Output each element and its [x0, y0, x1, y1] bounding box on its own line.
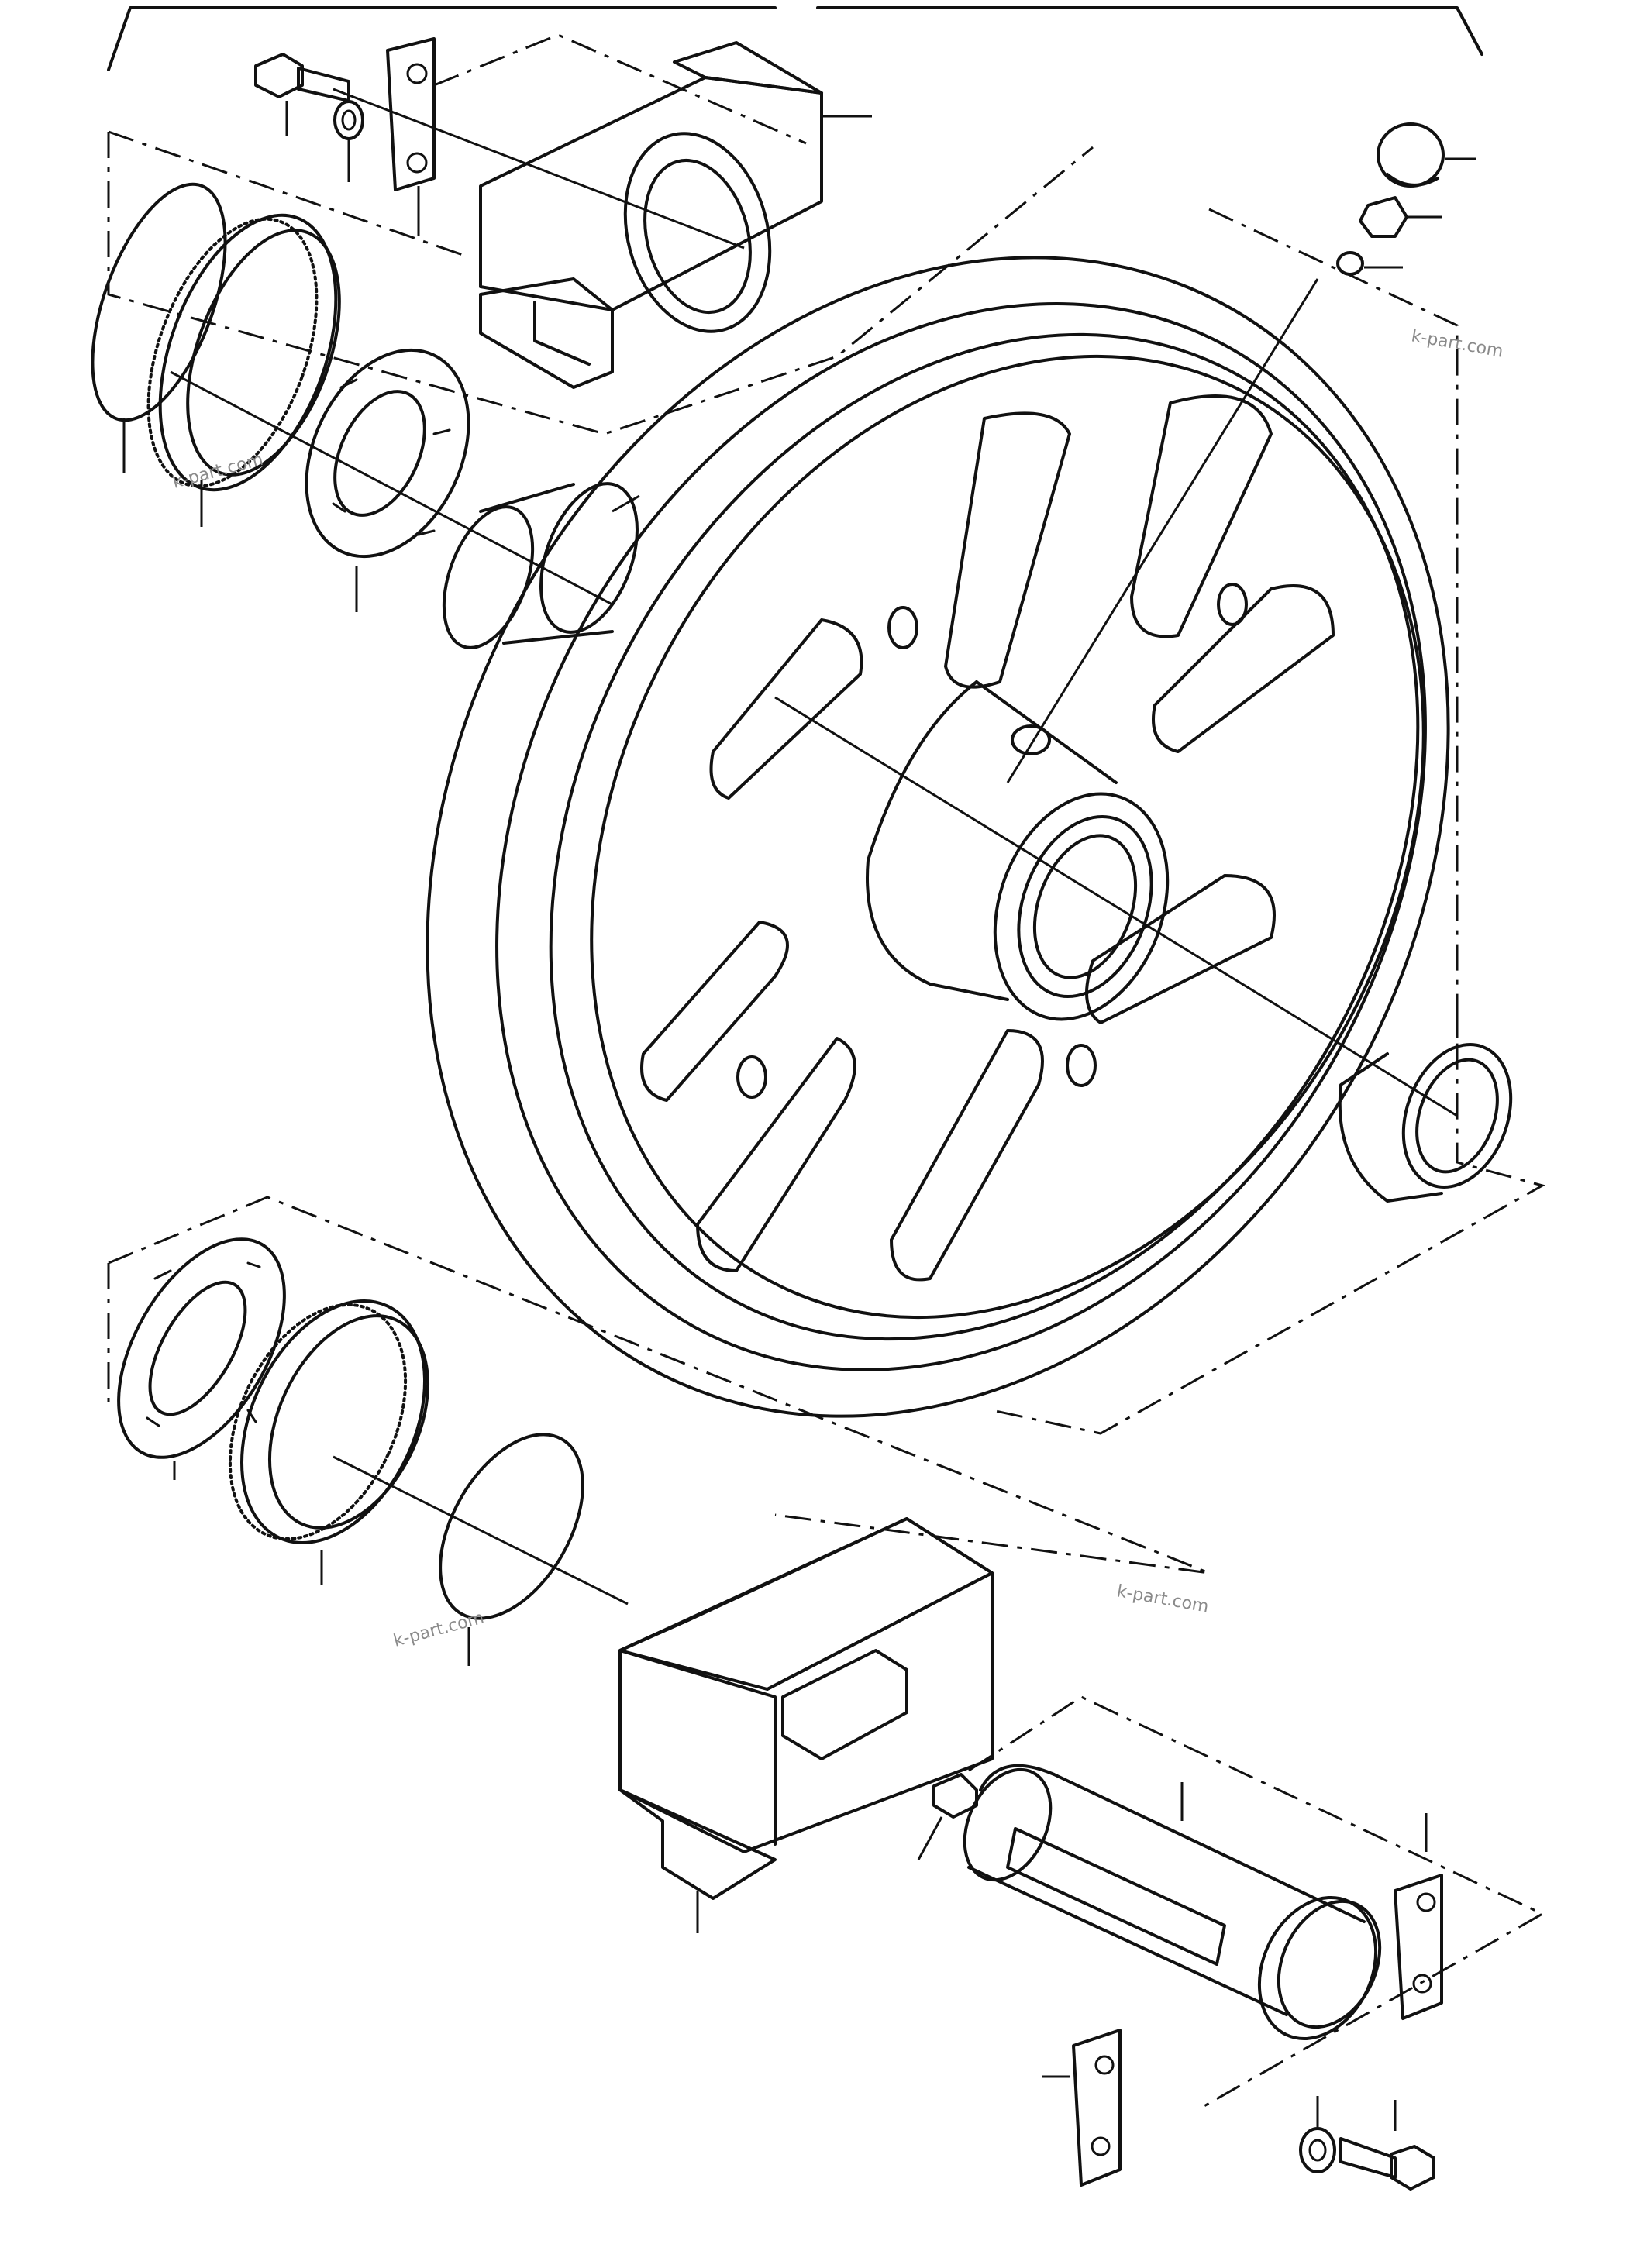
lower-washer — [1299, 2096, 1336, 2173]
upper-bushing — [442, 482, 640, 649]
top-grouping-bracket — [107, 6, 1483, 71]
axis-centerlines — [170, 88, 1458, 1605]
idler-wheel — [426, 256, 1450, 1418]
upper-washer — [333, 100, 364, 182]
lower-right-lock-plate — [1394, 1813, 1443, 2020]
grease-fitting — [1359, 196, 1442, 238]
upper-bearing-block — [479, 41, 872, 389]
watermark-3: k-part.com — [1115, 1581, 1210, 1616]
watermark-4: k-part.com — [391, 1609, 486, 1651]
wheel-bolt-holes — [736, 583, 1248, 1099]
upper-thrust-washer — [305, 348, 470, 612]
assembly-outlines — [107, 33, 1545, 2109]
lower-bolt — [1339, 2100, 1435, 2191]
lower-floating-seal — [228, 1299, 430, 1585]
shaft-set-bolt — [917, 1773, 978, 1860]
lower-bearing-block — [618, 1517, 994, 1933]
wheel-spoke-openings — [640, 394, 1335, 1282]
right-bushing — [1338, 1011, 1513, 1203]
oil-plug — [1377, 122, 1476, 188]
lower-thrust-washer — [117, 1237, 286, 1480]
lower-left-lock-plate — [1042, 2029, 1122, 2187]
upper-lock-plate — [386, 37, 436, 236]
fitting-washer — [1336, 251, 1403, 276]
watermark-2: k-part.com — [171, 450, 265, 493]
upper-o-ring — [91, 182, 227, 473]
wheel-hub — [866, 680, 1170, 1021]
idler-shaft — [963, 1764, 1382, 2041]
upper-floating-seal — [146, 213, 341, 527]
lower-o-ring — [439, 1433, 584, 1666]
